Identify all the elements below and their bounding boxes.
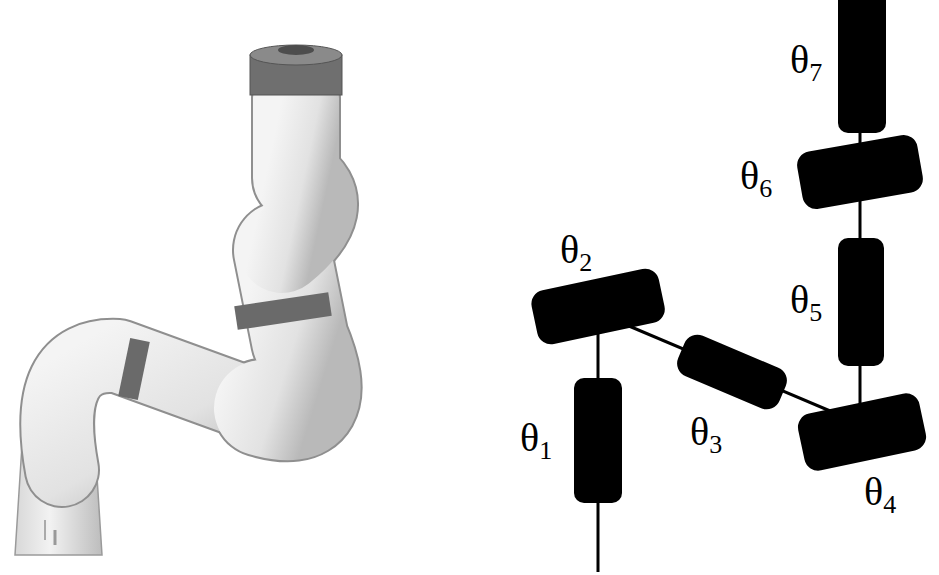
joint-label: θ1	[520, 418, 552, 464]
joint-cylinder	[795, 133, 925, 211]
joint-cylinder	[795, 391, 928, 474]
robot-flange	[250, 45, 342, 65]
robot-band	[128, 340, 140, 398]
robot-render	[15, 45, 342, 555]
robot-band	[236, 304, 330, 318]
joint-label: θ5	[790, 280, 822, 326]
link-line	[610, 318, 842, 416]
joint-cylinder	[529, 266, 668, 347]
joint-cylinder	[838, 0, 886, 133]
joint-label: θ2	[560, 230, 592, 276]
joint-cylinder	[673, 330, 791, 413]
joint-cylinder	[574, 378, 622, 503]
joint-label: θ7	[790, 40, 822, 86]
kinematic-schematic	[529, 0, 929, 572]
joint-cylinder	[838, 238, 884, 366]
joint-label: θ4	[864, 472, 896, 518]
joint-label: θ6	[740, 156, 772, 202]
joint-label: θ3	[690, 412, 722, 458]
robot-link	[282, 98, 314, 250]
